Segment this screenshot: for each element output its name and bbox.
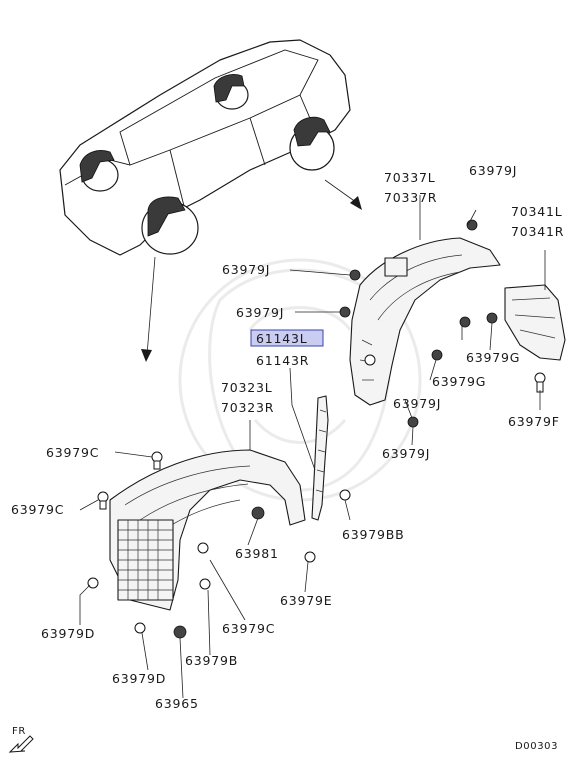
liner-grille: [117, 519, 174, 601]
diagram-code: D00303: [515, 741, 558, 752]
label-63979C-a[interactable]: 63979C: [46, 445, 99, 460]
label-63981[interactable]: 63981: [235, 546, 279, 561]
clip-63979J-top: [466, 219, 478, 231]
front-direction-indicator: FR: [8, 726, 34, 753]
front-wheel-liner-70323: [109, 449, 306, 611]
label-61143L[interactable]: 61143L: [256, 331, 308, 346]
label-63979E[interactable]: 63979E: [280, 593, 332, 608]
label-70341R[interactable]: 70341R: [511, 224, 564, 239]
label-63979G-b[interactable]: 63979G: [432, 374, 486, 389]
callout-arrows: [141, 179, 362, 362]
retainer-strip-61143: [311, 395, 329, 521]
highlight-61143L: [250, 329, 324, 347]
part-labels: 70337L 70337R 63979J 70341L 70341R 63979…: [11, 163, 564, 711]
fasteners-front: [87, 451, 351, 639]
label-70337L[interactable]: 70337L: [384, 170, 436, 185]
front-arrow-icon: [8, 735, 34, 753]
label-63979D-b[interactable]: 63979D: [112, 671, 166, 686]
label-63979J-b[interactable]: 63979J: [236, 305, 284, 320]
label-63979BB[interactable]: 63979BB: [342, 527, 405, 542]
label-63979C-b[interactable]: 63979C: [11, 502, 64, 517]
label-63979J-c[interactable]: 63979J: [393, 396, 441, 411]
leader-lines: [79, 195, 546, 699]
label-63979J-d[interactable]: 63979J: [382, 446, 430, 461]
car-body-outline: [59, 39, 351, 256]
label-63979D-a[interactable]: 63979D: [41, 626, 95, 641]
label-63979G-a[interactable]: 63979G: [466, 350, 520, 365]
rear-wheel-liner-70337: [349, 237, 501, 406]
label-63979J-a[interactable]: 63979J: [222, 262, 270, 277]
label-63979B[interactable]: 63979B: [185, 653, 238, 668]
direction-label: FR: [12, 726, 26, 737]
label-70323L[interactable]: 70323L: [221, 380, 273, 395]
car-liner-highlights: [79, 74, 331, 237]
label-70337R[interactable]: 70337R: [384, 190, 437, 205]
label-63979F[interactable]: 63979F: [508, 414, 560, 429]
label-63965[interactable]: 63965: [155, 696, 199, 711]
label-70323R[interactable]: 70323R: [221, 400, 274, 415]
label-70341L[interactable]: 70341L: [511, 204, 563, 219]
fasteners-rear: [339, 219, 546, 428]
label-61143R[interactable]: 61143R: [256, 353, 309, 368]
rear-splash-guard-70341: [504, 284, 566, 361]
label-63979J-top[interactable]: 63979J: [469, 163, 517, 178]
label-63979C-c[interactable]: 63979C: [222, 621, 275, 636]
